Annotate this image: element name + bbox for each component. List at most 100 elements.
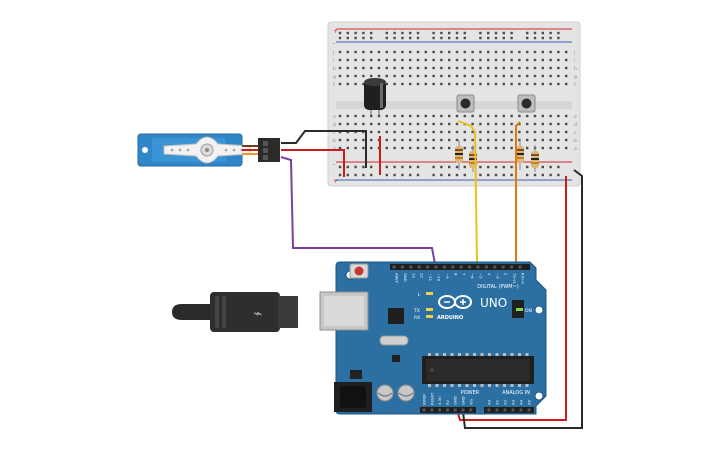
breadboard-hole[interactable] (494, 114, 498, 118)
breadboard-hole[interactable] (338, 58, 342, 62)
breadboard-hole[interactable] (455, 74, 459, 78)
breadboard-hole[interactable] (338, 114, 342, 118)
breadboard-hole[interactable] (416, 50, 420, 54)
rail-hole[interactable] (401, 36, 404, 40)
breadboard-hole[interactable] (549, 58, 552, 62)
breadboard-hole[interactable] (463, 146, 466, 150)
rail-hole[interactable] (440, 36, 443, 40)
rail-hole[interactable] (401, 31, 404, 35)
rail-hole[interactable] (494, 31, 498, 35)
rail-hole[interactable] (440, 173, 443, 177)
breadboard-hole[interactable] (541, 58, 544, 62)
breadboard-hole[interactable] (526, 146, 529, 150)
breadboard-hole[interactable] (346, 50, 349, 54)
rail-hole[interactable] (541, 165, 544, 169)
breadboard-hole[interactable] (533, 114, 537, 118)
breadboard-hole[interactable] (533, 58, 537, 62)
wire-button-2-signal[interactable] (515, 121, 521, 264)
breadboard-hole[interactable] (510, 146, 513, 150)
rail-hole[interactable] (533, 31, 537, 35)
breadboard-hole[interactable] (502, 146, 505, 150)
breadboard-hole[interactable] (377, 74, 381, 78)
breadboard-hole[interactable] (424, 50, 427, 54)
rail-hole[interactable] (354, 31, 357, 35)
rail-hole[interactable] (487, 173, 490, 177)
breadboard-hole[interactable] (455, 50, 459, 54)
breadboard-hole[interactable] (471, 66, 474, 70)
breadboard-hole[interactable] (338, 146, 342, 150)
breadboard-hole[interactable] (549, 50, 552, 54)
rail-hole[interactable] (455, 36, 459, 40)
breadboard-hole[interactable] (409, 114, 412, 118)
breadboard-hole[interactable] (448, 114, 451, 118)
header-pin[interactable] (495, 408, 499, 412)
breadboard-hole[interactable] (370, 66, 373, 70)
breadboard-hole[interactable] (424, 130, 427, 134)
rail-hole[interactable] (338, 31, 342, 35)
rail-hole[interactable] (448, 31, 451, 35)
breadboard-hole[interactable] (479, 146, 482, 150)
breadboard-hole[interactable] (338, 82, 342, 86)
header-pin[interactable] (527, 408, 531, 412)
rail-hole[interactable] (370, 165, 373, 169)
header-pin[interactable] (511, 408, 515, 412)
breadboard-hole[interactable] (533, 130, 537, 134)
breadboard-hole[interactable] (487, 114, 490, 118)
rail-hole[interactable] (346, 165, 349, 169)
breadboard-hole[interactable] (416, 122, 420, 126)
breadboard-hole[interactable] (471, 50, 474, 54)
breadboard-hole[interactable] (448, 74, 451, 78)
rail-hole[interactable] (401, 173, 404, 177)
breadboard-hole[interactable] (354, 74, 357, 78)
breadboard-hole[interactable] (354, 82, 357, 86)
rail-hole[interactable] (401, 165, 404, 169)
breadboard-hole[interactable] (362, 58, 365, 62)
header-pin[interactable] (487, 408, 491, 412)
breadboard-hole[interactable] (424, 58, 427, 62)
breadboard-hole[interactable] (549, 122, 552, 126)
rail-hole[interactable] (440, 165, 443, 169)
rail-hole[interactable] (370, 173, 373, 177)
rail-hole[interactable] (510, 31, 513, 35)
rail-hole[interactable] (526, 173, 529, 177)
breadboard-hole[interactable] (354, 114, 357, 118)
rail-hole[interactable] (510, 36, 513, 40)
breadboard-hole[interactable] (487, 146, 490, 150)
breadboard-hole[interactable] (385, 146, 388, 150)
breadboard-hole[interactable] (448, 58, 451, 62)
breadboard-hole[interactable] (424, 114, 427, 118)
rail-hole[interactable] (416, 36, 420, 40)
breadboard-hole[interactable] (557, 114, 560, 118)
wire-servo-ground[interactable] (281, 130, 367, 168)
breadboard-hole[interactable] (526, 130, 529, 134)
wire-servo-power[interactable] (281, 149, 345, 177)
breadboard-hole[interactable] (541, 66, 544, 70)
breadboard-hole[interactable] (565, 50, 568, 54)
breadboard-hole[interactable] (533, 50, 537, 54)
breadboard-hole[interactable] (393, 146, 396, 150)
breadboard-hole[interactable] (385, 58, 388, 62)
breadboard-hole[interactable] (510, 114, 513, 118)
breadboard-hole[interactable] (463, 58, 466, 62)
breadboard-hole[interactable] (385, 138, 388, 142)
breadboard-hole[interactable] (401, 122, 404, 126)
header-pin[interactable] (445, 408, 449, 412)
rail-hole[interactable] (385, 165, 388, 169)
rail-hole[interactable] (416, 165, 420, 169)
breadboard-hole[interactable] (557, 122, 560, 126)
breadboard-hole[interactable] (494, 66, 498, 70)
breadboard-hole[interactable] (565, 74, 568, 78)
rail-hole[interactable] (346, 31, 349, 35)
breadboard-hole[interactable] (455, 130, 459, 134)
header-pin[interactable] (501, 265, 505, 269)
breadboard-hole[interactable] (565, 138, 568, 142)
breadboard-hole[interactable] (541, 146, 544, 150)
breadboard-hole[interactable] (518, 130, 521, 134)
breadboard-hole[interactable] (557, 82, 560, 86)
breadboard-hole[interactable] (494, 58, 498, 62)
rail-hole[interactable] (463, 165, 466, 169)
breadboard-hole[interactable] (448, 66, 451, 70)
header-pin[interactable] (400, 265, 404, 269)
breadboard-hole[interactable] (557, 58, 560, 62)
breadboard-hole[interactable] (455, 82, 459, 86)
